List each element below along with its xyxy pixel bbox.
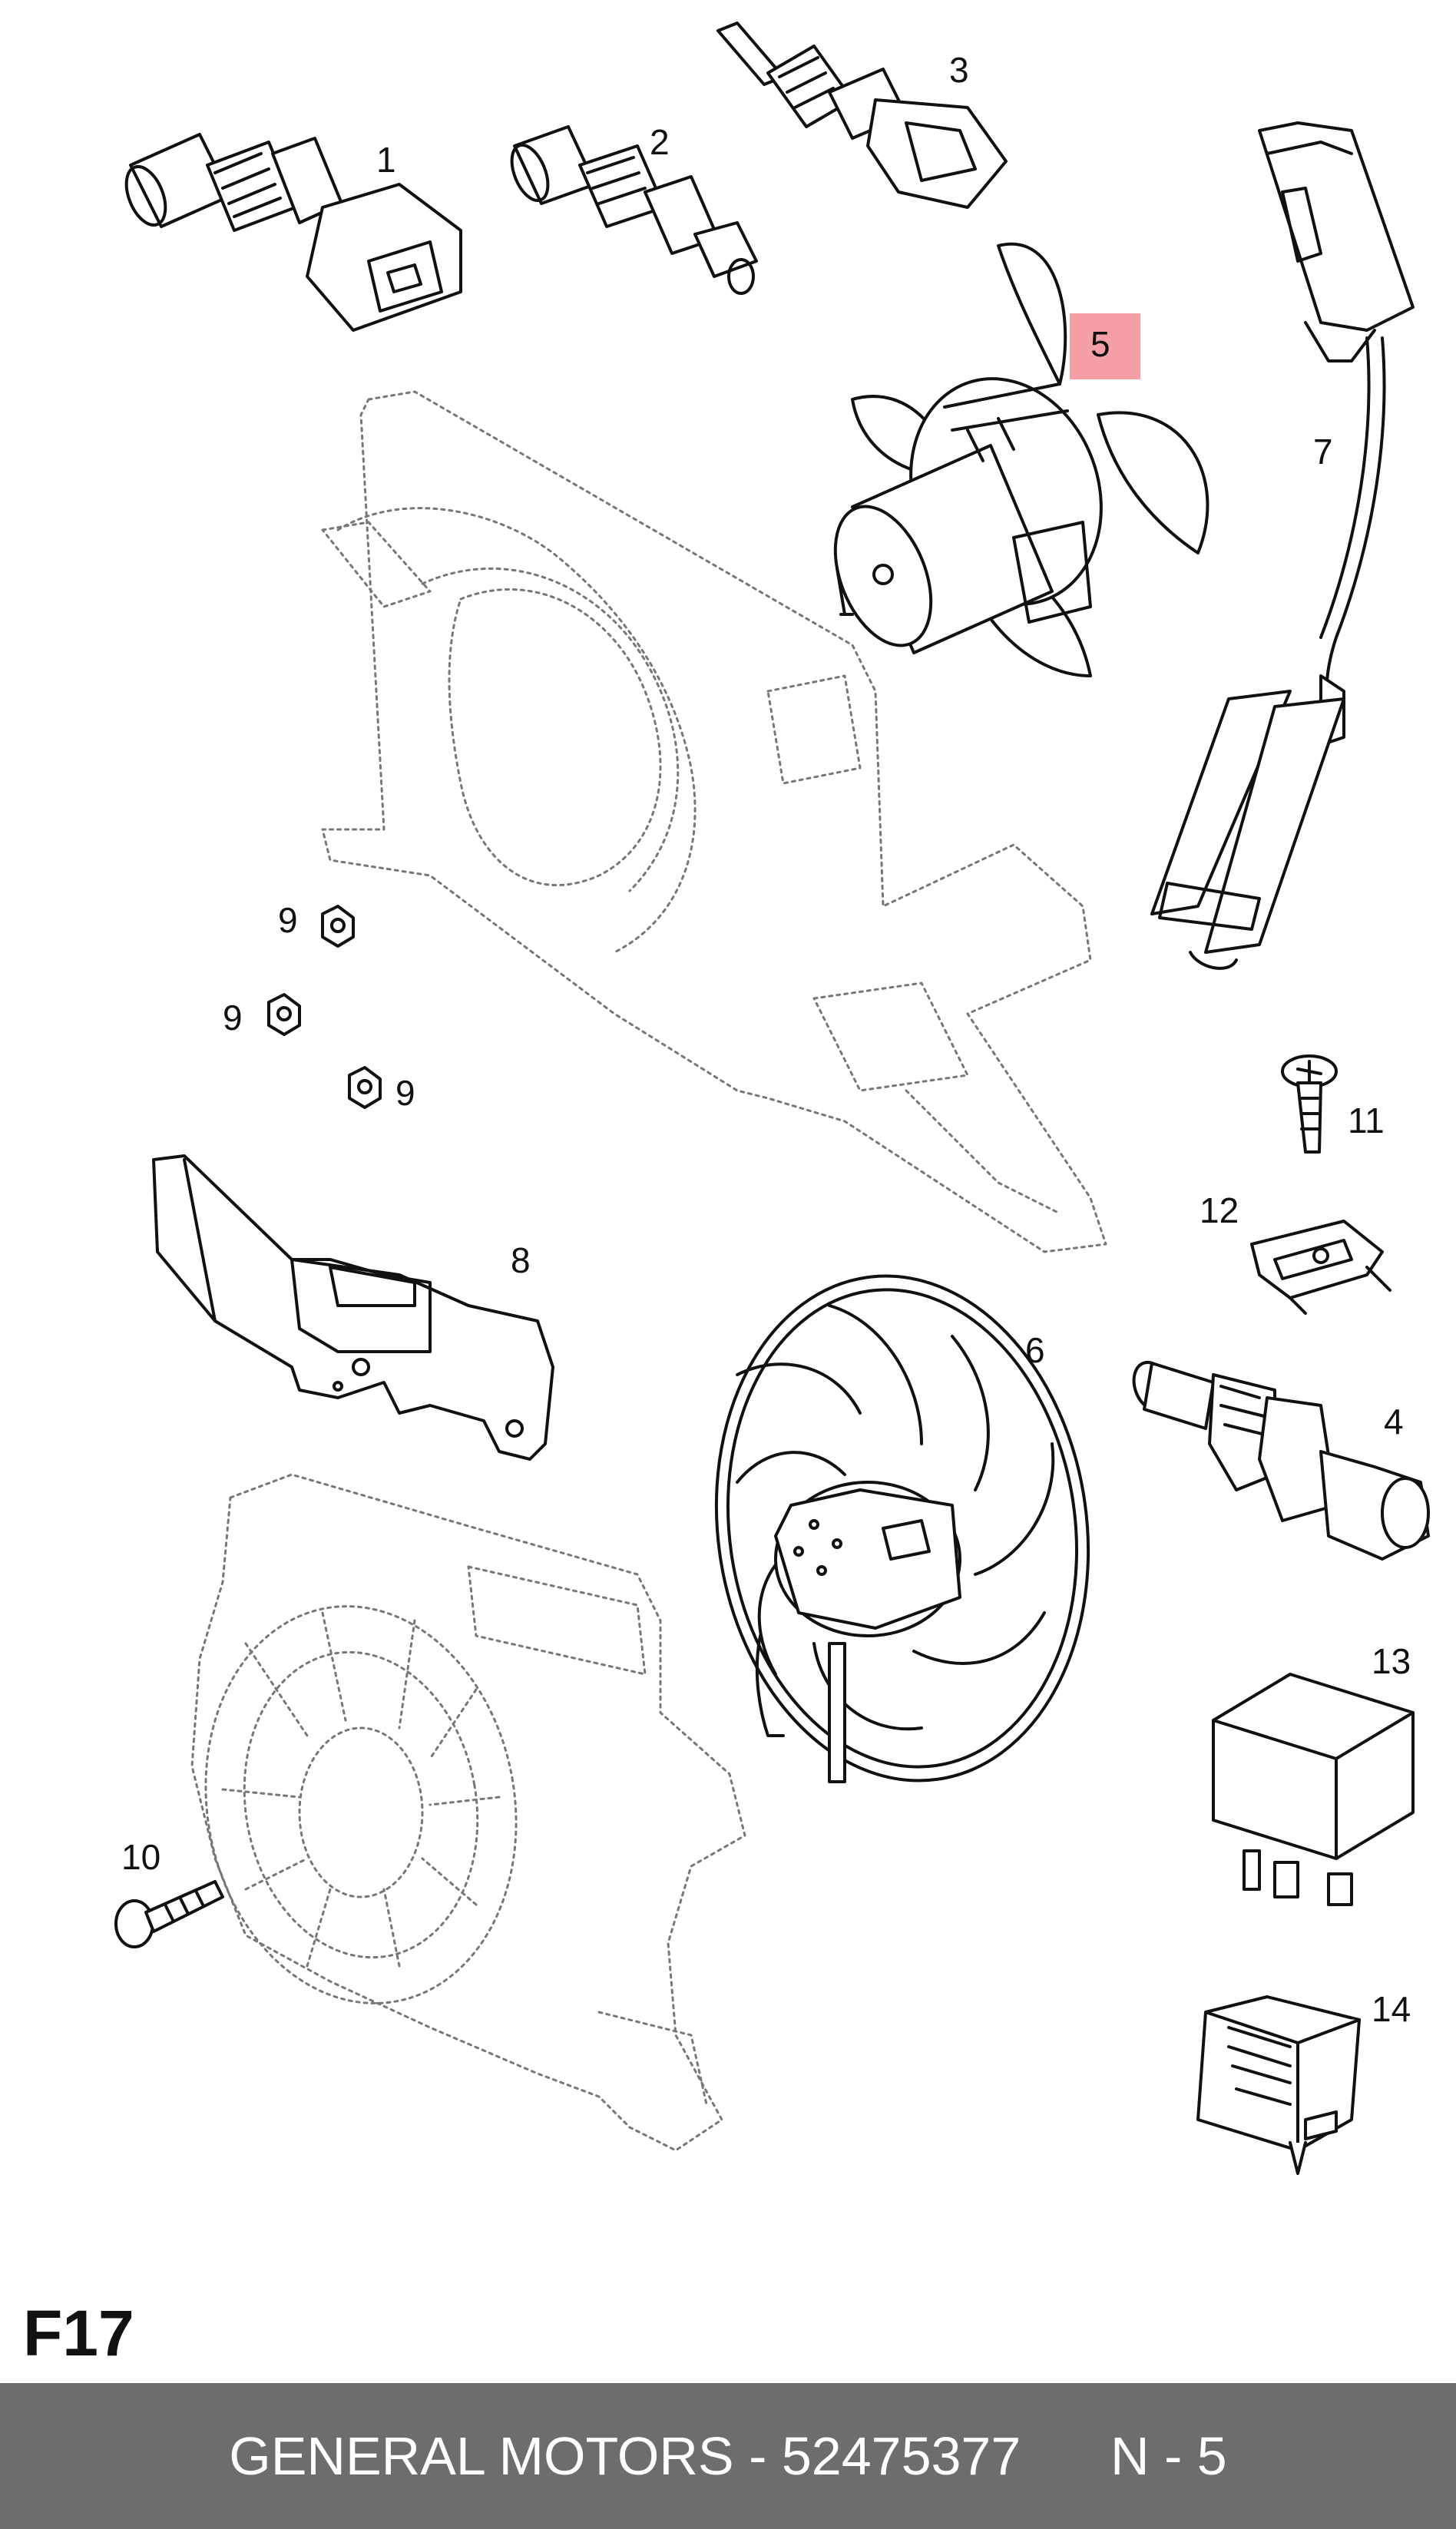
callout-8: 8 <box>511 1240 531 1280</box>
part-8-bracket <box>152 1154 554 1461</box>
footer-gap <box>1021 2425 1110 2487</box>
callout-5: 5 <box>1090 324 1110 364</box>
part-2-temperature-sender <box>510 125 758 295</box>
part-12-clip <box>1250 1220 1391 1315</box>
callout-6: 6 <box>1025 1330 1045 1370</box>
callout-4: 4 <box>1384 1402 1404 1442</box>
callout-1: 1 <box>376 140 396 180</box>
part-9-nuts <box>267 905 382 1109</box>
part-5-small-fan <box>833 242 1209 677</box>
callout-9c: 9 <box>395 1073 415 1113</box>
footer-brand: GENERAL MOTORS <box>229 2426 734 2486</box>
callout-10: 10 <box>121 1837 161 1877</box>
callout-9a: 9 <box>278 900 298 940</box>
part-11-screw <box>1281 1054 1338 1154</box>
callout-11: 11 <box>1348 1101 1385 1140</box>
fan-shroud-lower <box>190 1473 746 2152</box>
callout-2: 2 <box>650 122 670 162</box>
part-3-sensor <box>716 22 1008 209</box>
fan-shroud-upper <box>321 390 1107 1253</box>
part-4-temperature-sensor <box>1132 1361 1430 1561</box>
callout-13: 13 <box>1372 1641 1411 1681</box>
part-6-fan-assembly <box>714 1274 1090 1783</box>
part-1-temperature-switch <box>124 133 462 332</box>
footer-separator: - <box>733 2426 782 2486</box>
callout-7: 7 <box>1313 432 1333 472</box>
callout-12: 12 <box>1200 1190 1239 1230</box>
part-14-relay <box>1196 1995 1361 2175</box>
footer-part-number: 52475377 <box>781 2426 1021 2486</box>
page-code: F17 <box>23 2297 134 2369</box>
footer-position: N - 5 <box>1110 2426 1227 2486</box>
callout-3: 3 <box>949 50 969 90</box>
highlighted-callout-box <box>1070 313 1140 379</box>
callout-9b: 9 <box>223 998 243 1038</box>
part-7-wiring-harness <box>1150 121 1415 970</box>
callout-14: 14 <box>1372 1989 1411 2029</box>
footer-bar: GENERAL MOTORS - 52475377 N - 5 <box>0 2383 1456 2529</box>
part-10-bolt <box>114 1880 224 1948</box>
part-13-relay <box>1212 1673 1415 1906</box>
